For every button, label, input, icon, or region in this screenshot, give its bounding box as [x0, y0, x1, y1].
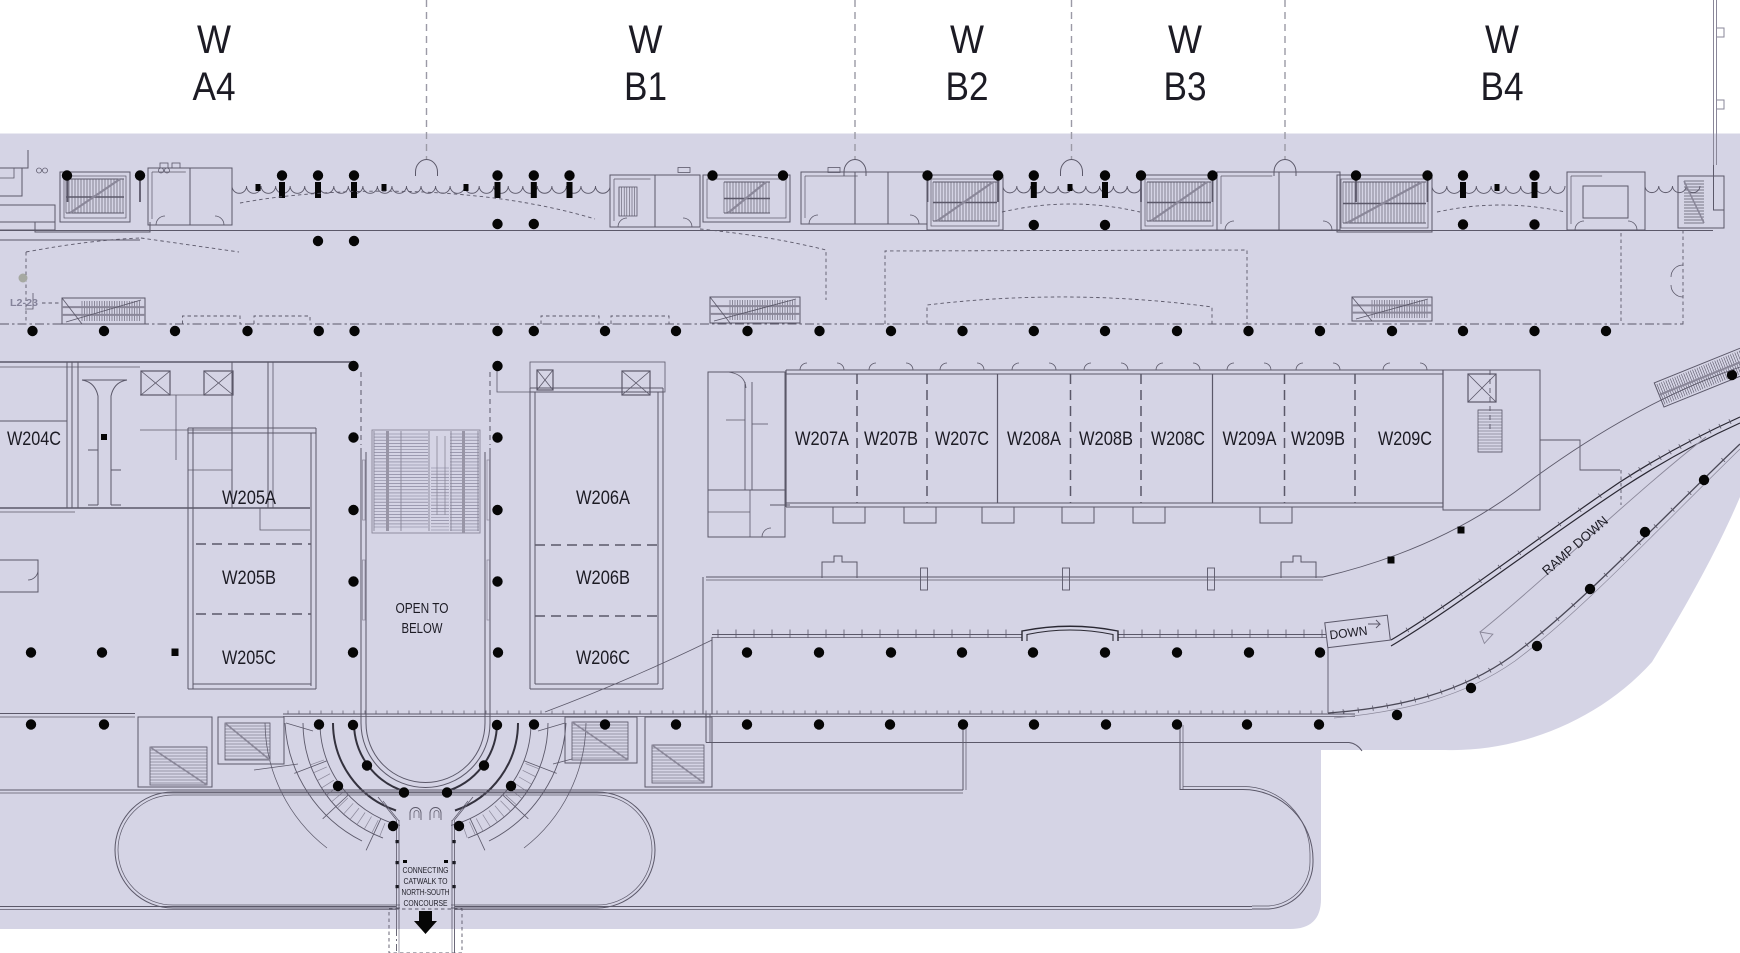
svg-text:W: W: [1168, 18, 1202, 62]
svg-text:CATWALK TO: CATWALK TO: [404, 877, 448, 886]
svg-text:B2: B2: [946, 65, 989, 109]
svg-text:A4: A4: [193, 65, 236, 109]
svg-text:W205C: W205C: [222, 647, 276, 669]
svg-text:W: W: [1485, 18, 1519, 62]
svg-text:CONCOURSE: CONCOURSE: [404, 899, 448, 908]
svg-text:W209A: W209A: [1223, 428, 1277, 450]
svg-text:W208C: W208C: [1151, 428, 1205, 450]
svg-text:W: W: [950, 18, 984, 62]
svg-text:W207B: W207B: [864, 428, 918, 450]
svg-text:W209C: W209C: [1378, 428, 1432, 450]
svg-text:W209B: W209B: [1291, 428, 1345, 450]
svg-text:W204C: W204C: [7, 428, 61, 450]
svg-text:W: W: [197, 18, 231, 62]
svg-text:BELOW: BELOW: [402, 621, 443, 637]
svg-text:NORTH-SOUTH: NORTH-SOUTH: [402, 888, 450, 897]
svg-text:OPEN TO: OPEN TO: [396, 601, 449, 617]
svg-text:W207C: W207C: [935, 428, 989, 450]
svg-text:DOWN: DOWN: [1329, 624, 1368, 643]
svg-text:CONNECTING: CONNECTING: [403, 866, 449, 875]
svg-text:W205A: W205A: [222, 487, 276, 509]
svg-text:W206C: W206C: [576, 647, 630, 669]
svg-text:W: W: [629, 18, 663, 62]
svg-text:W207A: W207A: [795, 428, 849, 450]
svg-text:B1: B1: [624, 65, 667, 109]
svg-text:W206B: W206B: [576, 567, 630, 589]
svg-text:W206A: W206A: [576, 487, 630, 509]
svg-text:L2-23: L2-23: [10, 297, 38, 309]
svg-text:W205B: W205B: [222, 567, 276, 589]
svg-text:W208A: W208A: [1007, 428, 1061, 450]
svg-text:W208B: W208B: [1079, 428, 1133, 450]
svg-text:B4: B4: [1481, 65, 1524, 109]
svg-text:B3: B3: [1164, 65, 1207, 109]
